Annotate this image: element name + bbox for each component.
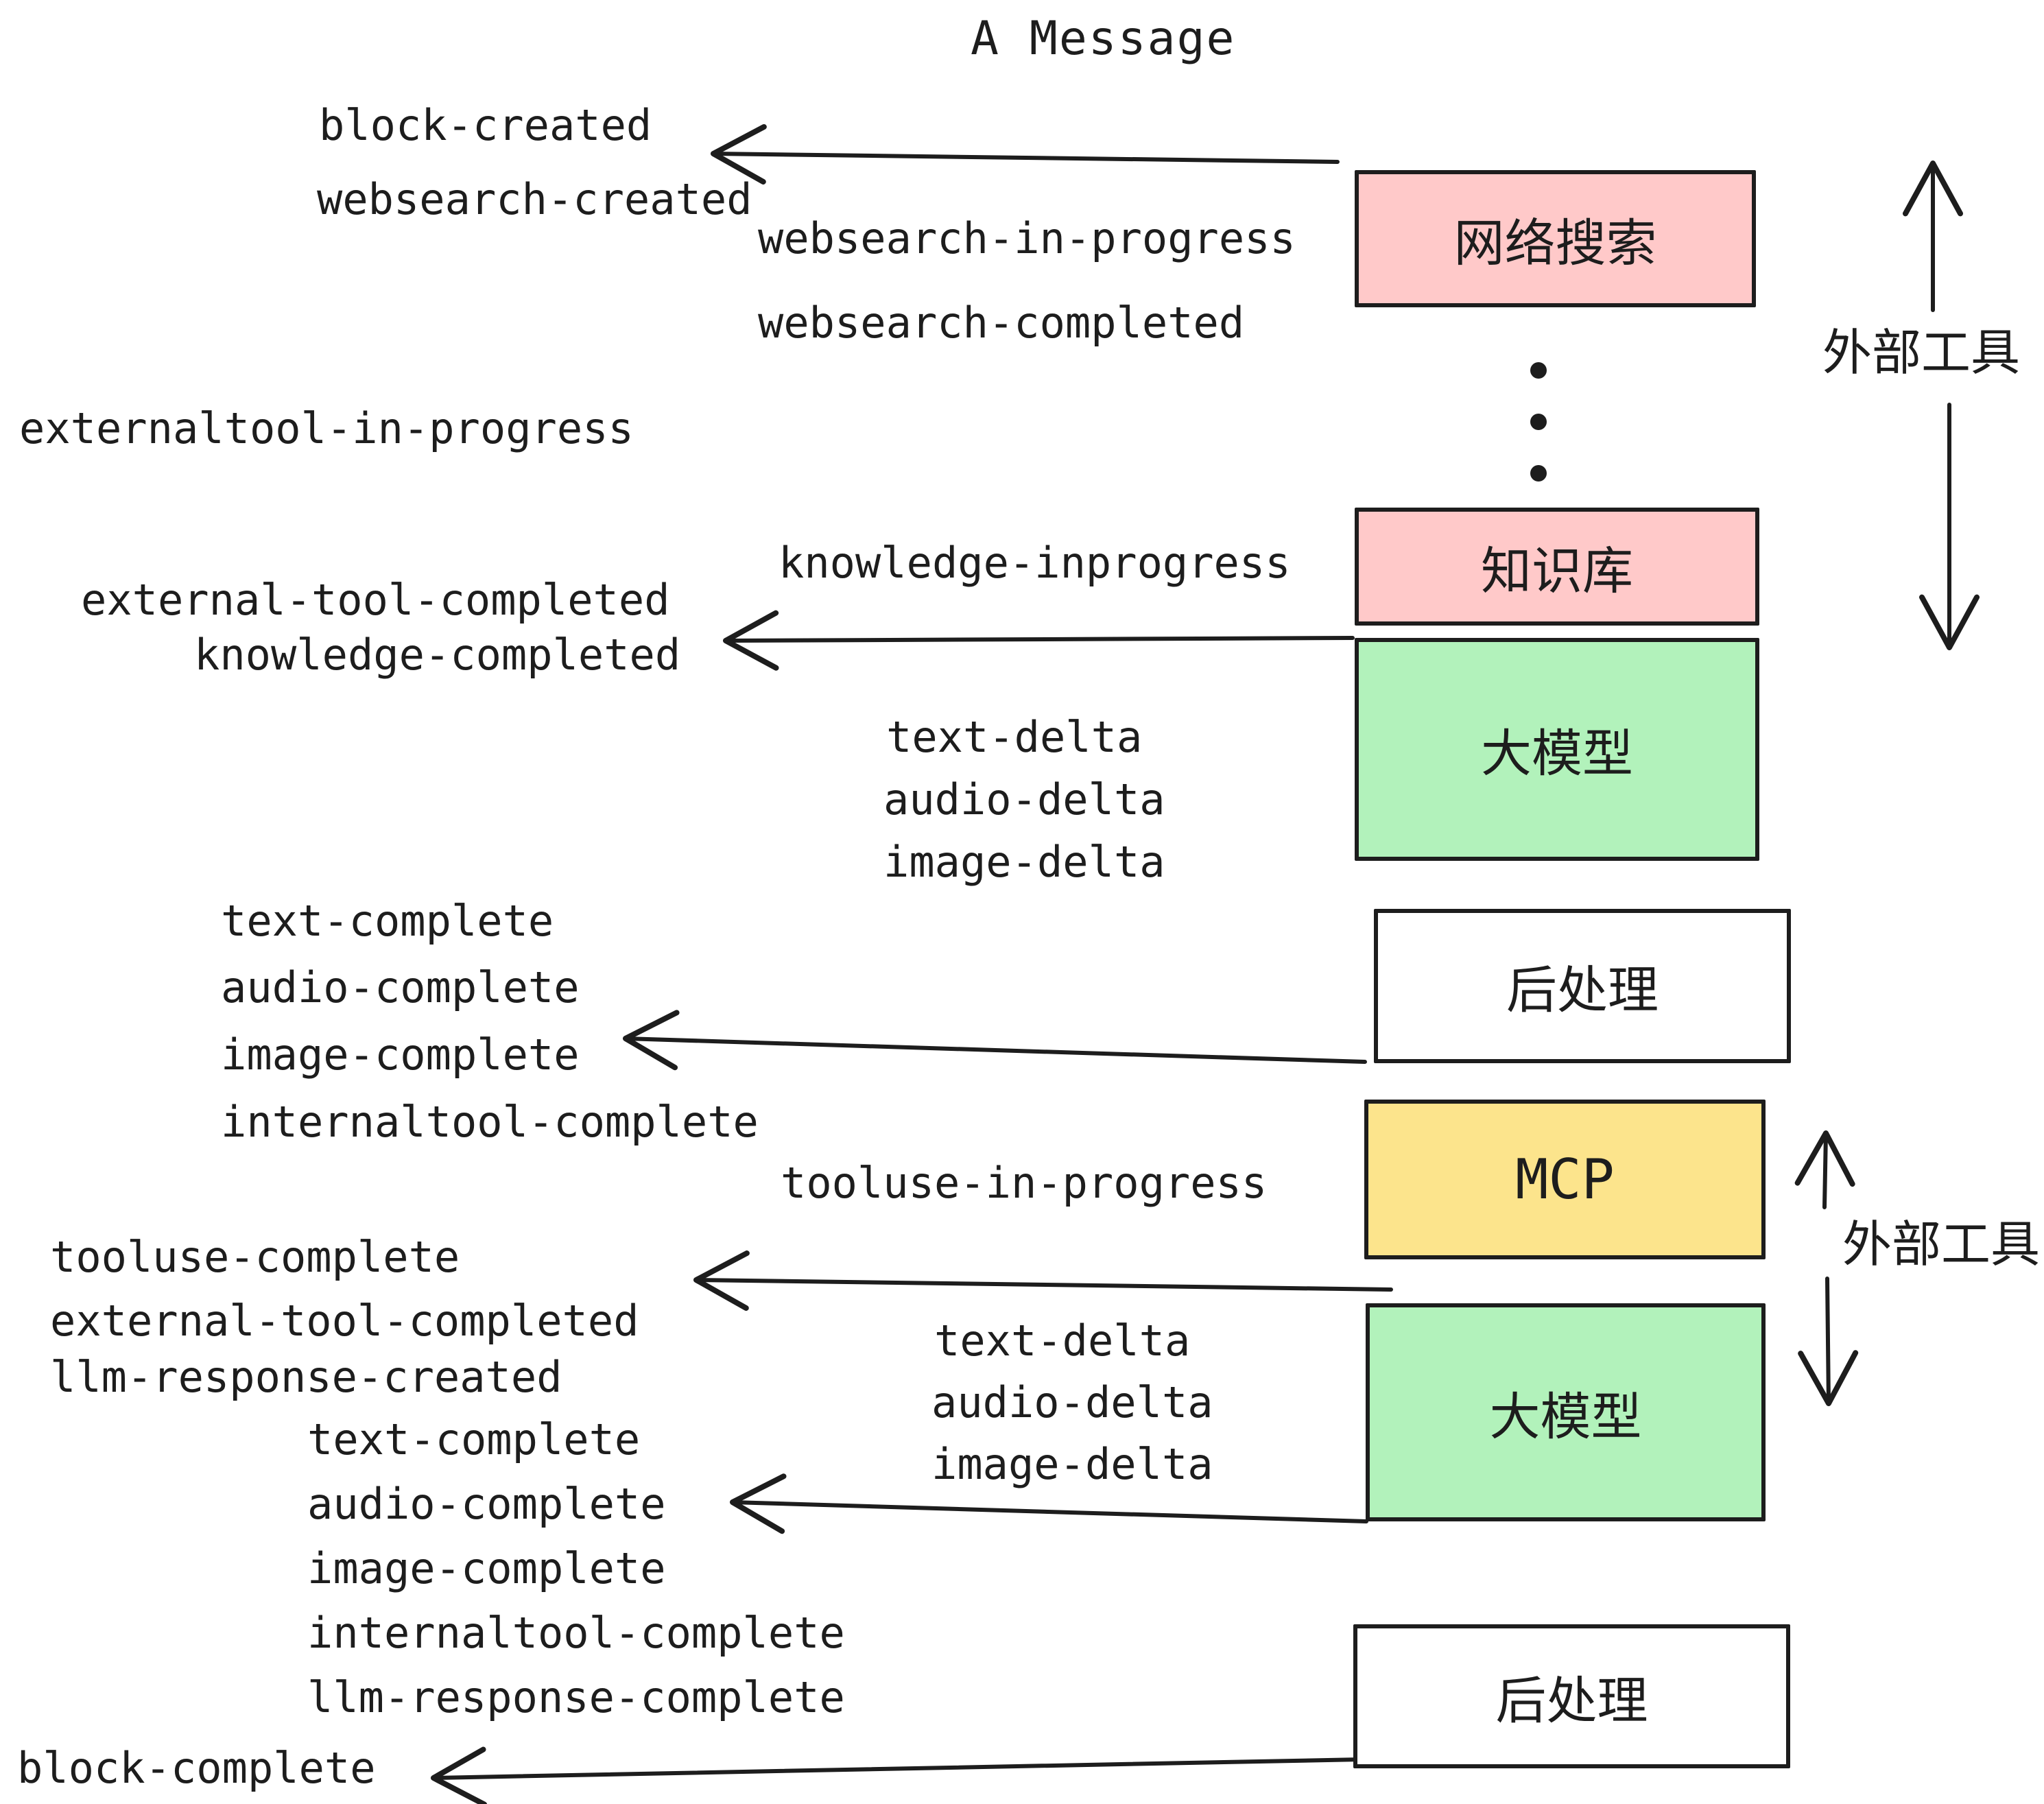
event-label-image-complete: image-complete — [221, 1030, 580, 1080]
node-web-search: 网络搜索 — [1355, 170, 1756, 307]
node-knowledge-base: 知识库 — [1355, 508, 1759, 626]
event-label-llm-response-created: llm-response-created — [50, 1352, 562, 1402]
event-label-text-delta-2: text-delta — [934, 1316, 1191, 1366]
ellipsis-dot-icon — [1530, 362, 1547, 379]
event-label-text-complete: text-complete — [221, 896, 554, 946]
ellipsis-dot-icon — [1530, 465, 1547, 482]
event-label-knowledge-inprogress: knowledge-inprogress — [779, 538, 1291, 588]
event-label-external-tool-completed: external-tool-completed — [81, 575, 670, 625]
event-label-llm-response-complete: llm-response-complete — [307, 1672, 845, 1722]
event-label-knowledge-completed: knowledge-completed — [194, 630, 681, 680]
flow-arrow-icon — [711, 123, 1340, 185]
node-mcp: MCP — [1364, 1100, 1766, 1259]
event-label-websearch-completed: websearch-completed — [758, 298, 1245, 348]
node-llm-1: 大模型 — [1355, 638, 1759, 861]
flow-arrow-icon — [723, 610, 1355, 671]
box-label: 大模型 — [1489, 1387, 1642, 1447]
box-label: 后处理 — [1495, 1671, 1648, 1731]
event-label-audio-delta: audio-delta — [883, 774, 1165, 824]
ellipsis-dot-icon — [1530, 414, 1547, 430]
node-llm-2: 大模型 — [1366, 1303, 1766, 1521]
box-label: 后处理 — [1506, 961, 1659, 1020]
flow-arrow-icon — [431, 1746, 1364, 1804]
event-label-externaltool-in-progress: externaltool-in-progress — [19, 403, 634, 453]
event-label-audio-complete-2: audio-complete — [307, 1479, 666, 1529]
flow-arrow-icon — [623, 1010, 1367, 1071]
box-label: 网络搜索 — [1453, 213, 1657, 273]
event-label-tooluse-in-progress: tooluse-in-progress — [781, 1158, 1268, 1208]
event-label-image-complete-2: image-complete — [307, 1543, 666, 1593]
flow-arrow-icon — [730, 1473, 1368, 1534]
flow-arrow-icon — [693, 1250, 1393, 1312]
event-label-block-created: block-created — [319, 100, 652, 150]
diagram-title: A Message — [971, 12, 1236, 66]
box-label: MCP — [1515, 1148, 1615, 1211]
event-label-text-delta: text-delta — [886, 712, 1143, 762]
flow-arrow-icon — [1794, 1130, 1855, 1209]
event-label-external-tool-completed-2: external-tool-completed — [50, 1296, 639, 1346]
event-label-image-delta: image-delta — [883, 837, 1165, 887]
box-label: 知识库 — [1481, 541, 1633, 601]
box-label: 大模型 — [1481, 724, 1633, 783]
event-label-websearch-created: websearch-created — [317, 174, 752, 224]
event-label-text-complete-2: text-complete — [307, 1414, 641, 1464]
external-tools-label-top: 外部工具 — [1822, 324, 2021, 381]
event-label-internaltool-complete: internaltool-complete — [221, 1097, 759, 1147]
event-label-websearch-in-progress: websearch-in-progress — [758, 213, 1296, 263]
flow-arrow-icon — [1798, 1277, 1859, 1406]
node-post-process-1: 后处理 — [1374, 909, 1791, 1063]
external-tools-label-bottom: 外部工具 — [1842, 1215, 2041, 1273]
event-label-internaltool-complete-2: internaltool-complete — [307, 1608, 845, 1658]
event-label-audio-complete: audio-complete — [221, 962, 580, 1012]
event-label-tooluse-complete: tooluse-complete — [50, 1232, 460, 1282]
event-label-block-complete: block-complete — [17, 1743, 376, 1793]
node-post-process-2: 后处理 — [1353, 1624, 1790, 1768]
event-label-audio-delta-2: audio-delta — [931, 1377, 1213, 1427]
event-label-image-delta-2: image-delta — [931, 1439, 1213, 1489]
